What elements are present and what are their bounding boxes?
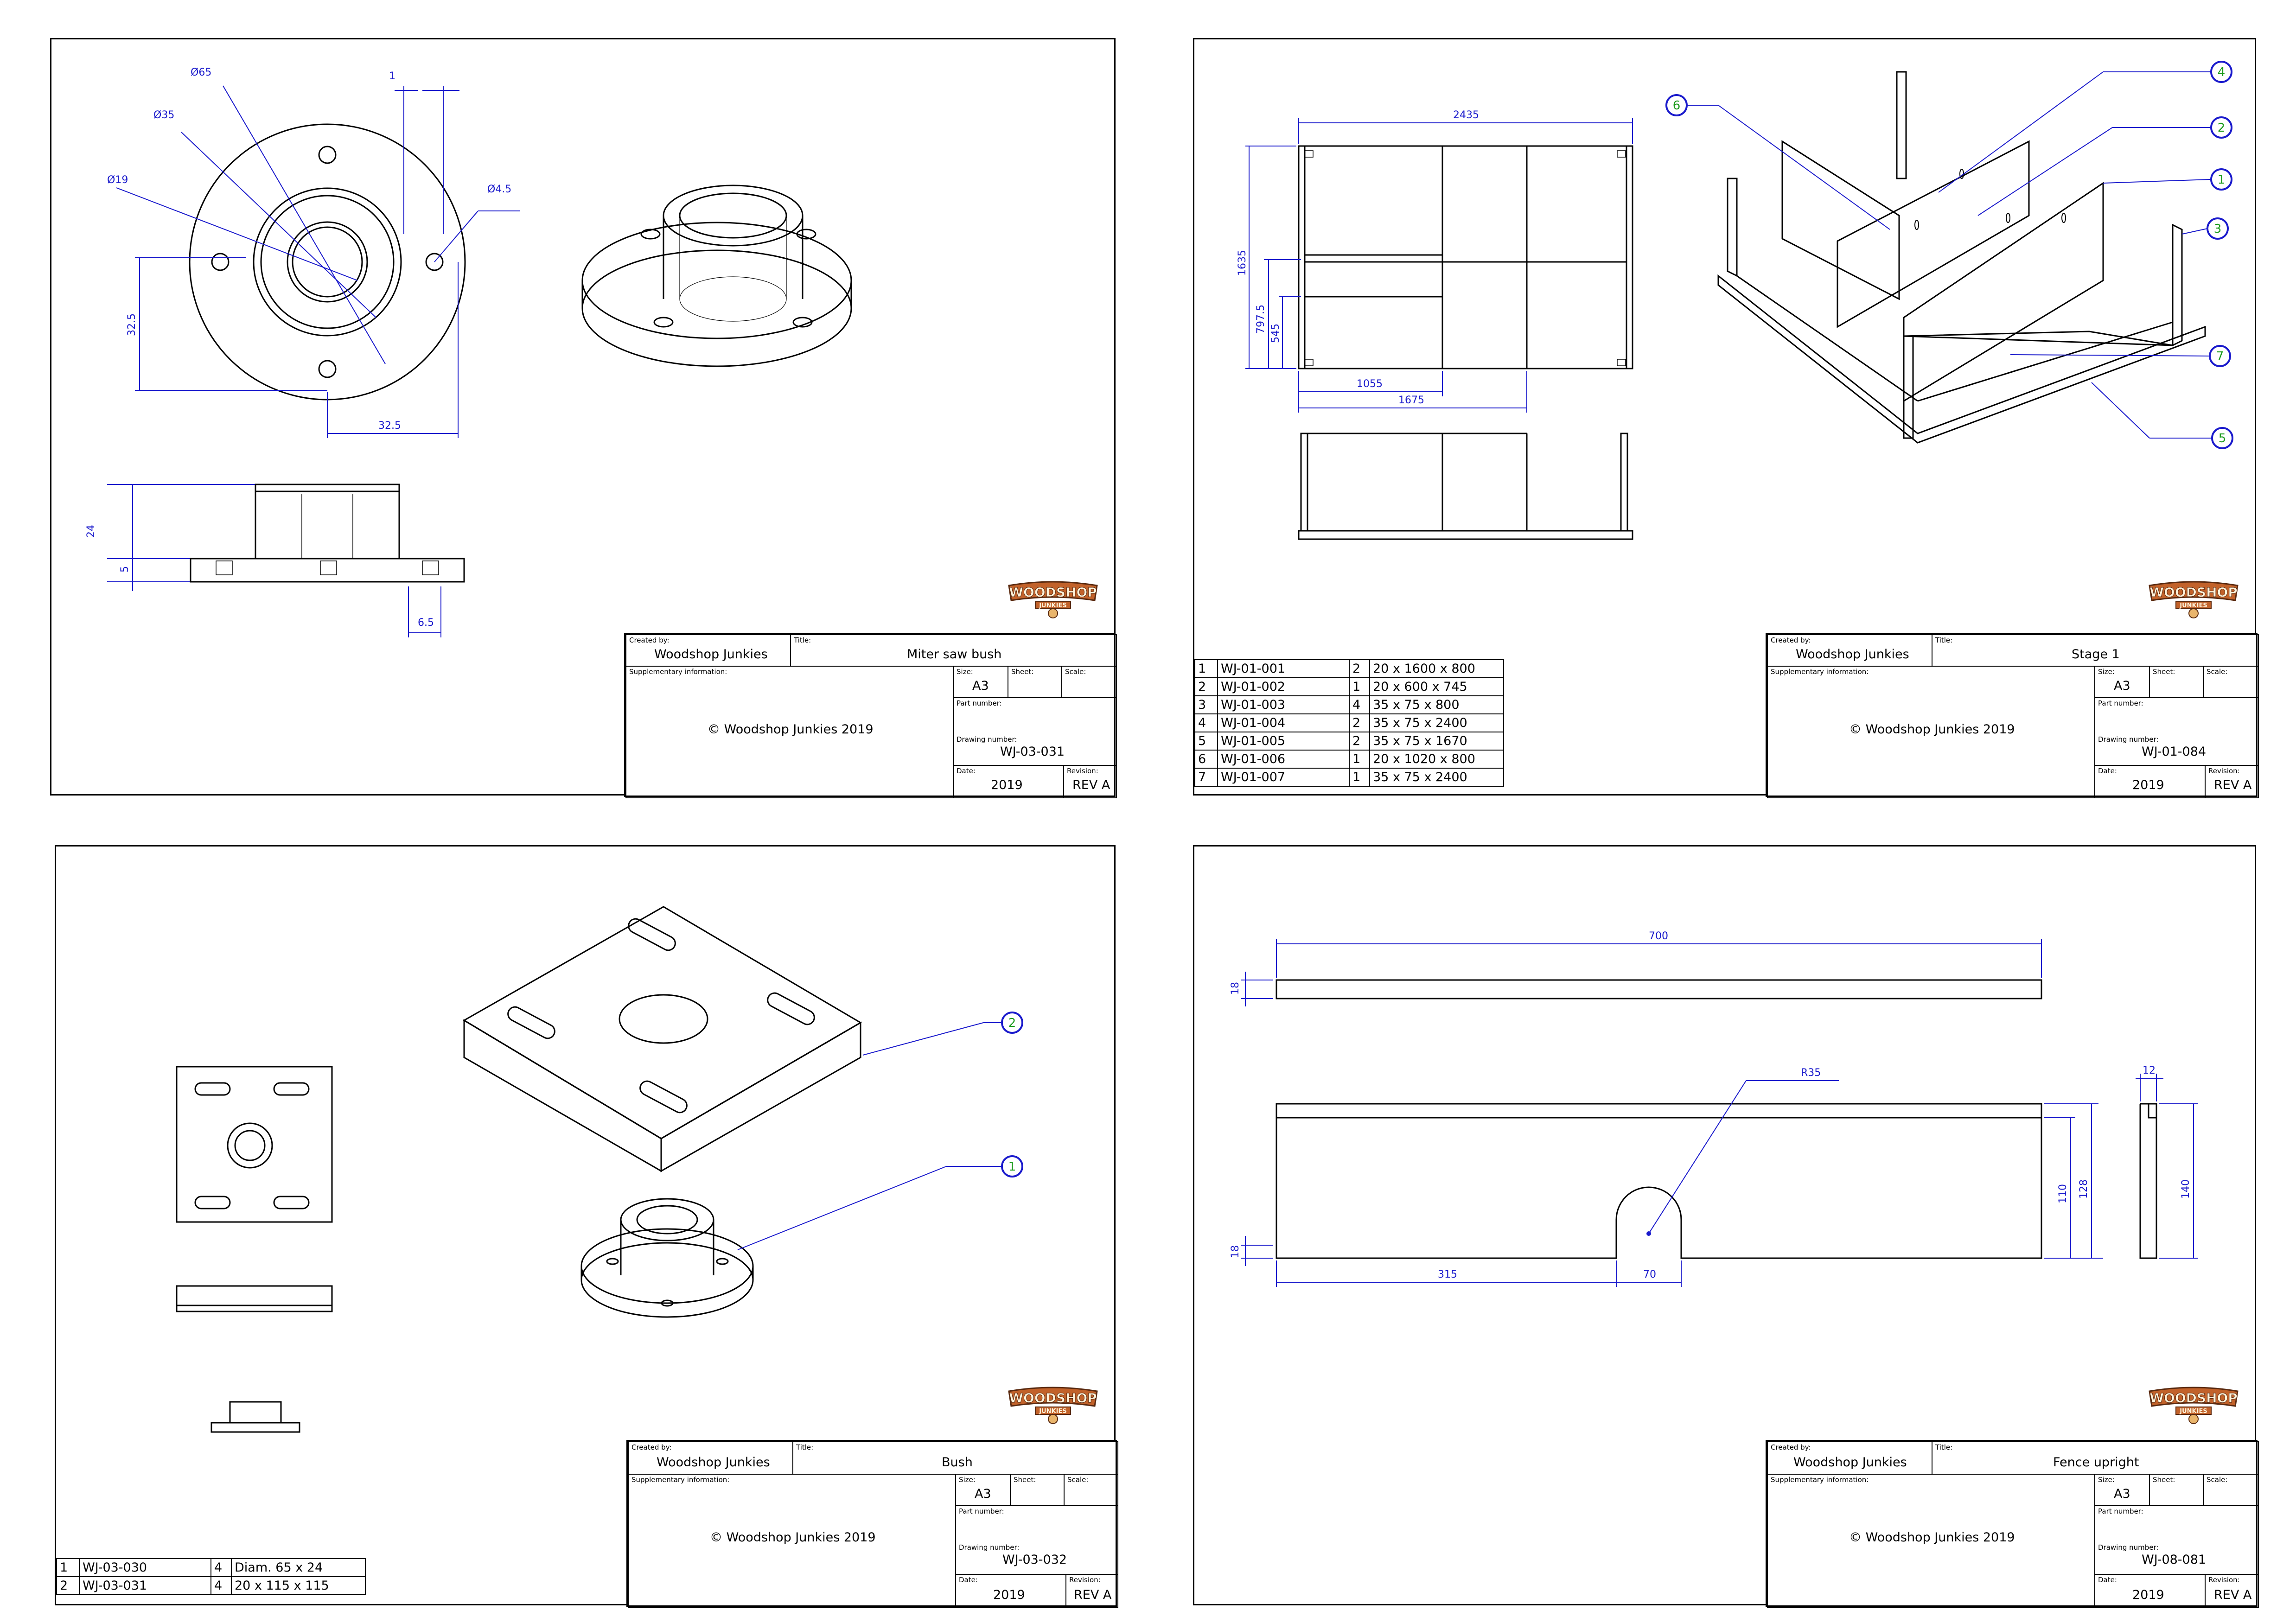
- created-by-value: Woodshop Junkies: [654, 647, 768, 662]
- dim-dia35: Ø35: [153, 109, 174, 121]
- dim-797-5: 797.5: [1255, 305, 1267, 334]
- svg-text:JUNKIES: JUNKIES: [1039, 1408, 1066, 1415]
- dim-6-5: 6.5: [418, 617, 434, 629]
- drawing-number-value: WJ-08-081: [2142, 1553, 2207, 1567]
- dim-r35: R35: [1801, 1067, 1821, 1079]
- woodshop-junkies-logo: WOODSHOP JUNKIES: [1007, 577, 1099, 619]
- created-by-value: Woodshop Junkies: [1793, 1455, 1907, 1470]
- dim-dia4-5: Ø4.5: [487, 184, 511, 195]
- size-value: A3: [972, 679, 989, 693]
- date-value: 2019: [991, 778, 1023, 792]
- title-block: Created by:Woodshop Junkies Title:Miter …: [624, 633, 1117, 798]
- drawing-bush: 2 1: [176, 906, 1023, 1433]
- dim-700: 700: [1649, 930, 1668, 942]
- title-value: Stage 1: [2072, 647, 2120, 662]
- svg-text:JUNKIES: JUNKIES: [2179, 1408, 2207, 1415]
- sheet-fence-upright: 700 18 R35 12 110 128 140 18 315 70 WOOD…: [1193, 845, 2259, 1608]
- supplementary-value: © Woodshop Junkies 2019: [1849, 1530, 2015, 1545]
- drawing-stage-1: 2435 1635 797.5 545 1055 1675: [1237, 61, 2233, 540]
- balloon-1: 1: [2218, 173, 2226, 187]
- created-by-value: Woodshop Junkies: [657, 1455, 770, 1470]
- svg-text:WOODSHOP: WOODSHOP: [2149, 585, 2238, 600]
- supplementary-value: © Woodshop Junkies 2019: [708, 722, 874, 737]
- revision-value: REV A: [2214, 1588, 2252, 1602]
- revision-value: REV A: [2214, 778, 2252, 792]
- created-by-value: Woodshop Junkies: [1796, 647, 1909, 662]
- date-value: 2019: [2132, 778, 2164, 792]
- dim-5: 5: [119, 566, 131, 573]
- balloon-6: 6: [1673, 99, 1681, 113]
- woodshop-junkies-logo: WOODSHOP JUNKIES: [2147, 1383, 2240, 1425]
- size-value: A3: [975, 1487, 991, 1501]
- title-block: Created by:Woodshop Junkies Title:Stage …: [1766, 633, 2259, 798]
- date-value: 2019: [2132, 1588, 2164, 1602]
- dim-dia65: Ø65: [191, 67, 211, 78]
- svg-text:WOODSHOP: WOODSHOP: [2149, 1390, 2238, 1406]
- title-value: Miter saw bush: [907, 647, 1002, 662]
- drawing-miter-saw-bush: Ø65 1 Ø35 Ø19 Ø4.5 32.5 32.5 24 5 6.5: [85, 67, 852, 637]
- dim-315: 315: [1438, 1269, 1457, 1280]
- balloon-7: 7: [2216, 350, 2224, 363]
- dim-2435: 2435: [1453, 109, 1479, 121]
- title-block: Created by:Woodshop Junkies Title:Bush S…: [626, 1440, 1118, 1608]
- title-value: Bush: [942, 1455, 973, 1470]
- dim-140: 140: [2180, 1179, 2192, 1199]
- dim-1635: 1635: [1237, 250, 1248, 276]
- woodshop-junkies-logo: WOODSHOP JUNKIES: [1007, 1383, 1099, 1425]
- svg-text:WOODSHOP: WOODSHOP: [1009, 1390, 1097, 1406]
- balloon-5: 5: [2219, 432, 2226, 446]
- dim-1055: 1055: [1357, 378, 1383, 390]
- title-value: Fence upright: [2053, 1455, 2139, 1470]
- dim-110: 110: [2057, 1184, 2069, 1203]
- supplementary-value: © Woodshop Junkies 2019: [710, 1530, 876, 1545]
- size-value: A3: [2114, 679, 2130, 693]
- svg-text:JUNKIES: JUNKIES: [1039, 602, 1066, 609]
- supplementary-value: © Woodshop Junkies 2019: [1849, 722, 2015, 737]
- svg-text:JUNKIES: JUNKIES: [2179, 602, 2207, 609]
- dim-32-5-horizontal: 32.5: [378, 420, 401, 432]
- balloon-4: 4: [2218, 65, 2226, 79]
- svg-text:WOODSHOP: WOODSHOP: [1009, 585, 1097, 600]
- dim-545: 545: [1270, 324, 1282, 343]
- drawing-number-value: WJ-03-031: [1000, 745, 1065, 759]
- revision-value: REV A: [1074, 1588, 1112, 1602]
- sheet-stage-1: 2435 1635 797.5 545 1055 1675: [1193, 38, 2259, 798]
- balloon-2: 2: [2218, 121, 2226, 135]
- balloon-2: 2: [1008, 1016, 1016, 1030]
- sheet-miter-saw-bush: Ø65 1 Ø35 Ø19 Ø4.5 32.5 32.5 24 5 6.5: [50, 38, 1117, 798]
- drawing-number-value: WJ-01-084: [2142, 745, 2207, 759]
- dim-dia19: Ø19: [107, 174, 128, 186]
- woodshop-junkies-logo: WOODSHOP JUNKIES: [2147, 577, 2240, 619]
- dim-32-5-vertical: 32.5: [126, 313, 138, 336]
- dim-1675: 1675: [1398, 395, 1424, 406]
- drawing-number-value: WJ-03-032: [1002, 1553, 1067, 1567]
- dim-24: 24: [85, 525, 97, 538]
- dim-18-bottom: 18: [1230, 1245, 1241, 1258]
- dim-70: 70: [1643, 1269, 1656, 1280]
- revision-value: REV A: [1072, 778, 1110, 792]
- dim-12: 12: [2143, 1065, 2156, 1076]
- balloon-1: 1: [1008, 1160, 1016, 1174]
- dim-18-top: 18: [1230, 982, 1241, 995]
- size-value: A3: [2114, 1487, 2130, 1501]
- drawing-fence-upright: 700 18 R35 12 110 128 140 18 315 70: [1230, 930, 2198, 1287]
- title-block: Created by:Woodshop Junkies Title:Fence …: [1766, 1440, 2259, 1608]
- dim-1: 1: [389, 70, 395, 82]
- balloon-3: 3: [2214, 222, 2222, 236]
- date-value: 2019: [993, 1588, 1025, 1602]
- dim-128: 128: [2078, 1179, 2090, 1199]
